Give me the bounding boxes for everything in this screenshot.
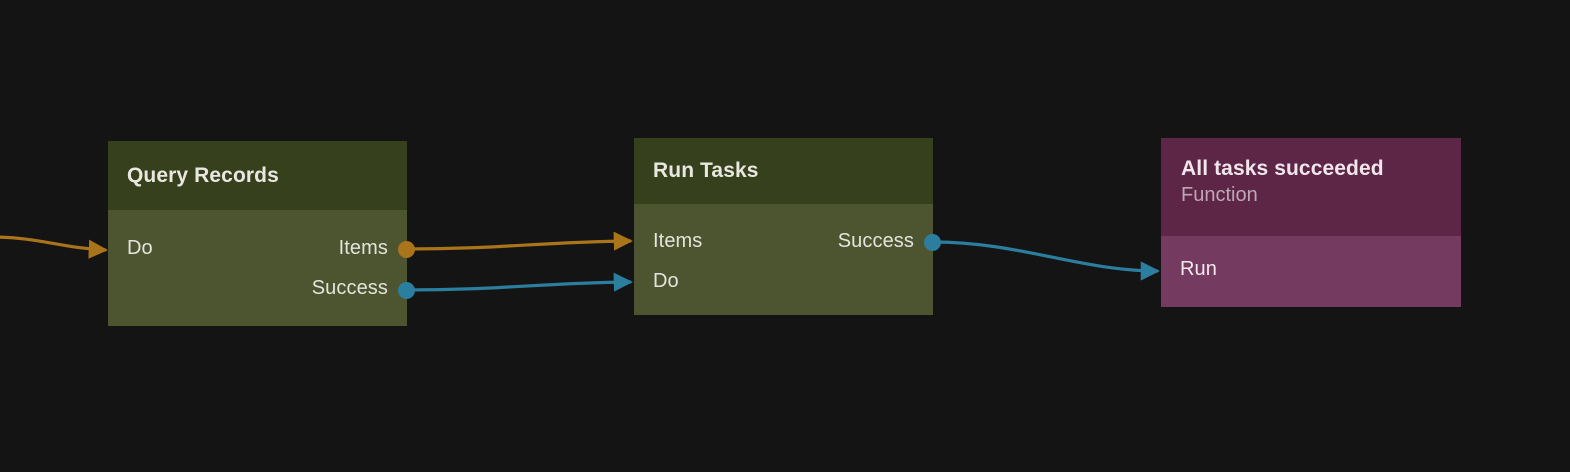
edge-items-to-items	[406, 231, 633, 251]
port-label: Run	[1180, 258, 1217, 280]
port-out-items[interactable]: Items	[339, 237, 388, 260]
port-label: Items	[338, 237, 388, 259]
node-title: All tasks succeeded	[1181, 157, 1384, 180]
node-title: Query Records	[127, 163, 279, 187]
port-out-success[interactable]: Success	[838, 230, 914, 253]
node-header[interactable]: All tasks succeeded Function	[1161, 138, 1461, 236]
port-in-do[interactable]: Do	[127, 237, 153, 260]
node-body: Items Do Success	[634, 204, 933, 315]
node-all-tasks-succeeded[interactable]: All tasks succeeded Function Run	[1161, 138, 1461, 307]
node-query-records[interactable]: Query Records Do Items Success	[108, 141, 407, 326]
node-title: Run Tasks	[653, 159, 759, 182]
port-dot-items-out[interactable]	[398, 241, 415, 258]
edge-incoming-to-do	[0, 235, 108, 259]
node-body: Do Items Success	[108, 210, 407, 326]
edge-success-to-run	[932, 240, 1160, 281]
edge-success-to-do	[406, 272, 633, 292]
port-dot-success-out[interactable]	[398, 282, 415, 299]
node-run-tasks[interactable]: Run Tasks Items Do Success	[634, 138, 933, 315]
node-header[interactable]: Run Tasks	[634, 138, 933, 204]
port-dot-success-out[interactable]	[924, 234, 941, 251]
node-body: Run	[1161, 236, 1461, 307]
port-out-success[interactable]: Success	[312, 277, 388, 300]
node-subtitle: Function	[1181, 184, 1258, 206]
port-in-do[interactable]: Do	[653, 270, 679, 293]
port-label: Success	[311, 277, 388, 299]
port-label: Items	[653, 230, 703, 252]
port-label: Success	[837, 230, 914, 252]
node-header[interactable]: Query Records	[108, 141, 407, 210]
port-label: Do	[653, 270, 679, 292]
port-in-items[interactable]: Items	[653, 230, 702, 253]
port-label: Do	[127, 237, 153, 259]
port-in-run[interactable]: Run	[1180, 258, 1217, 281]
